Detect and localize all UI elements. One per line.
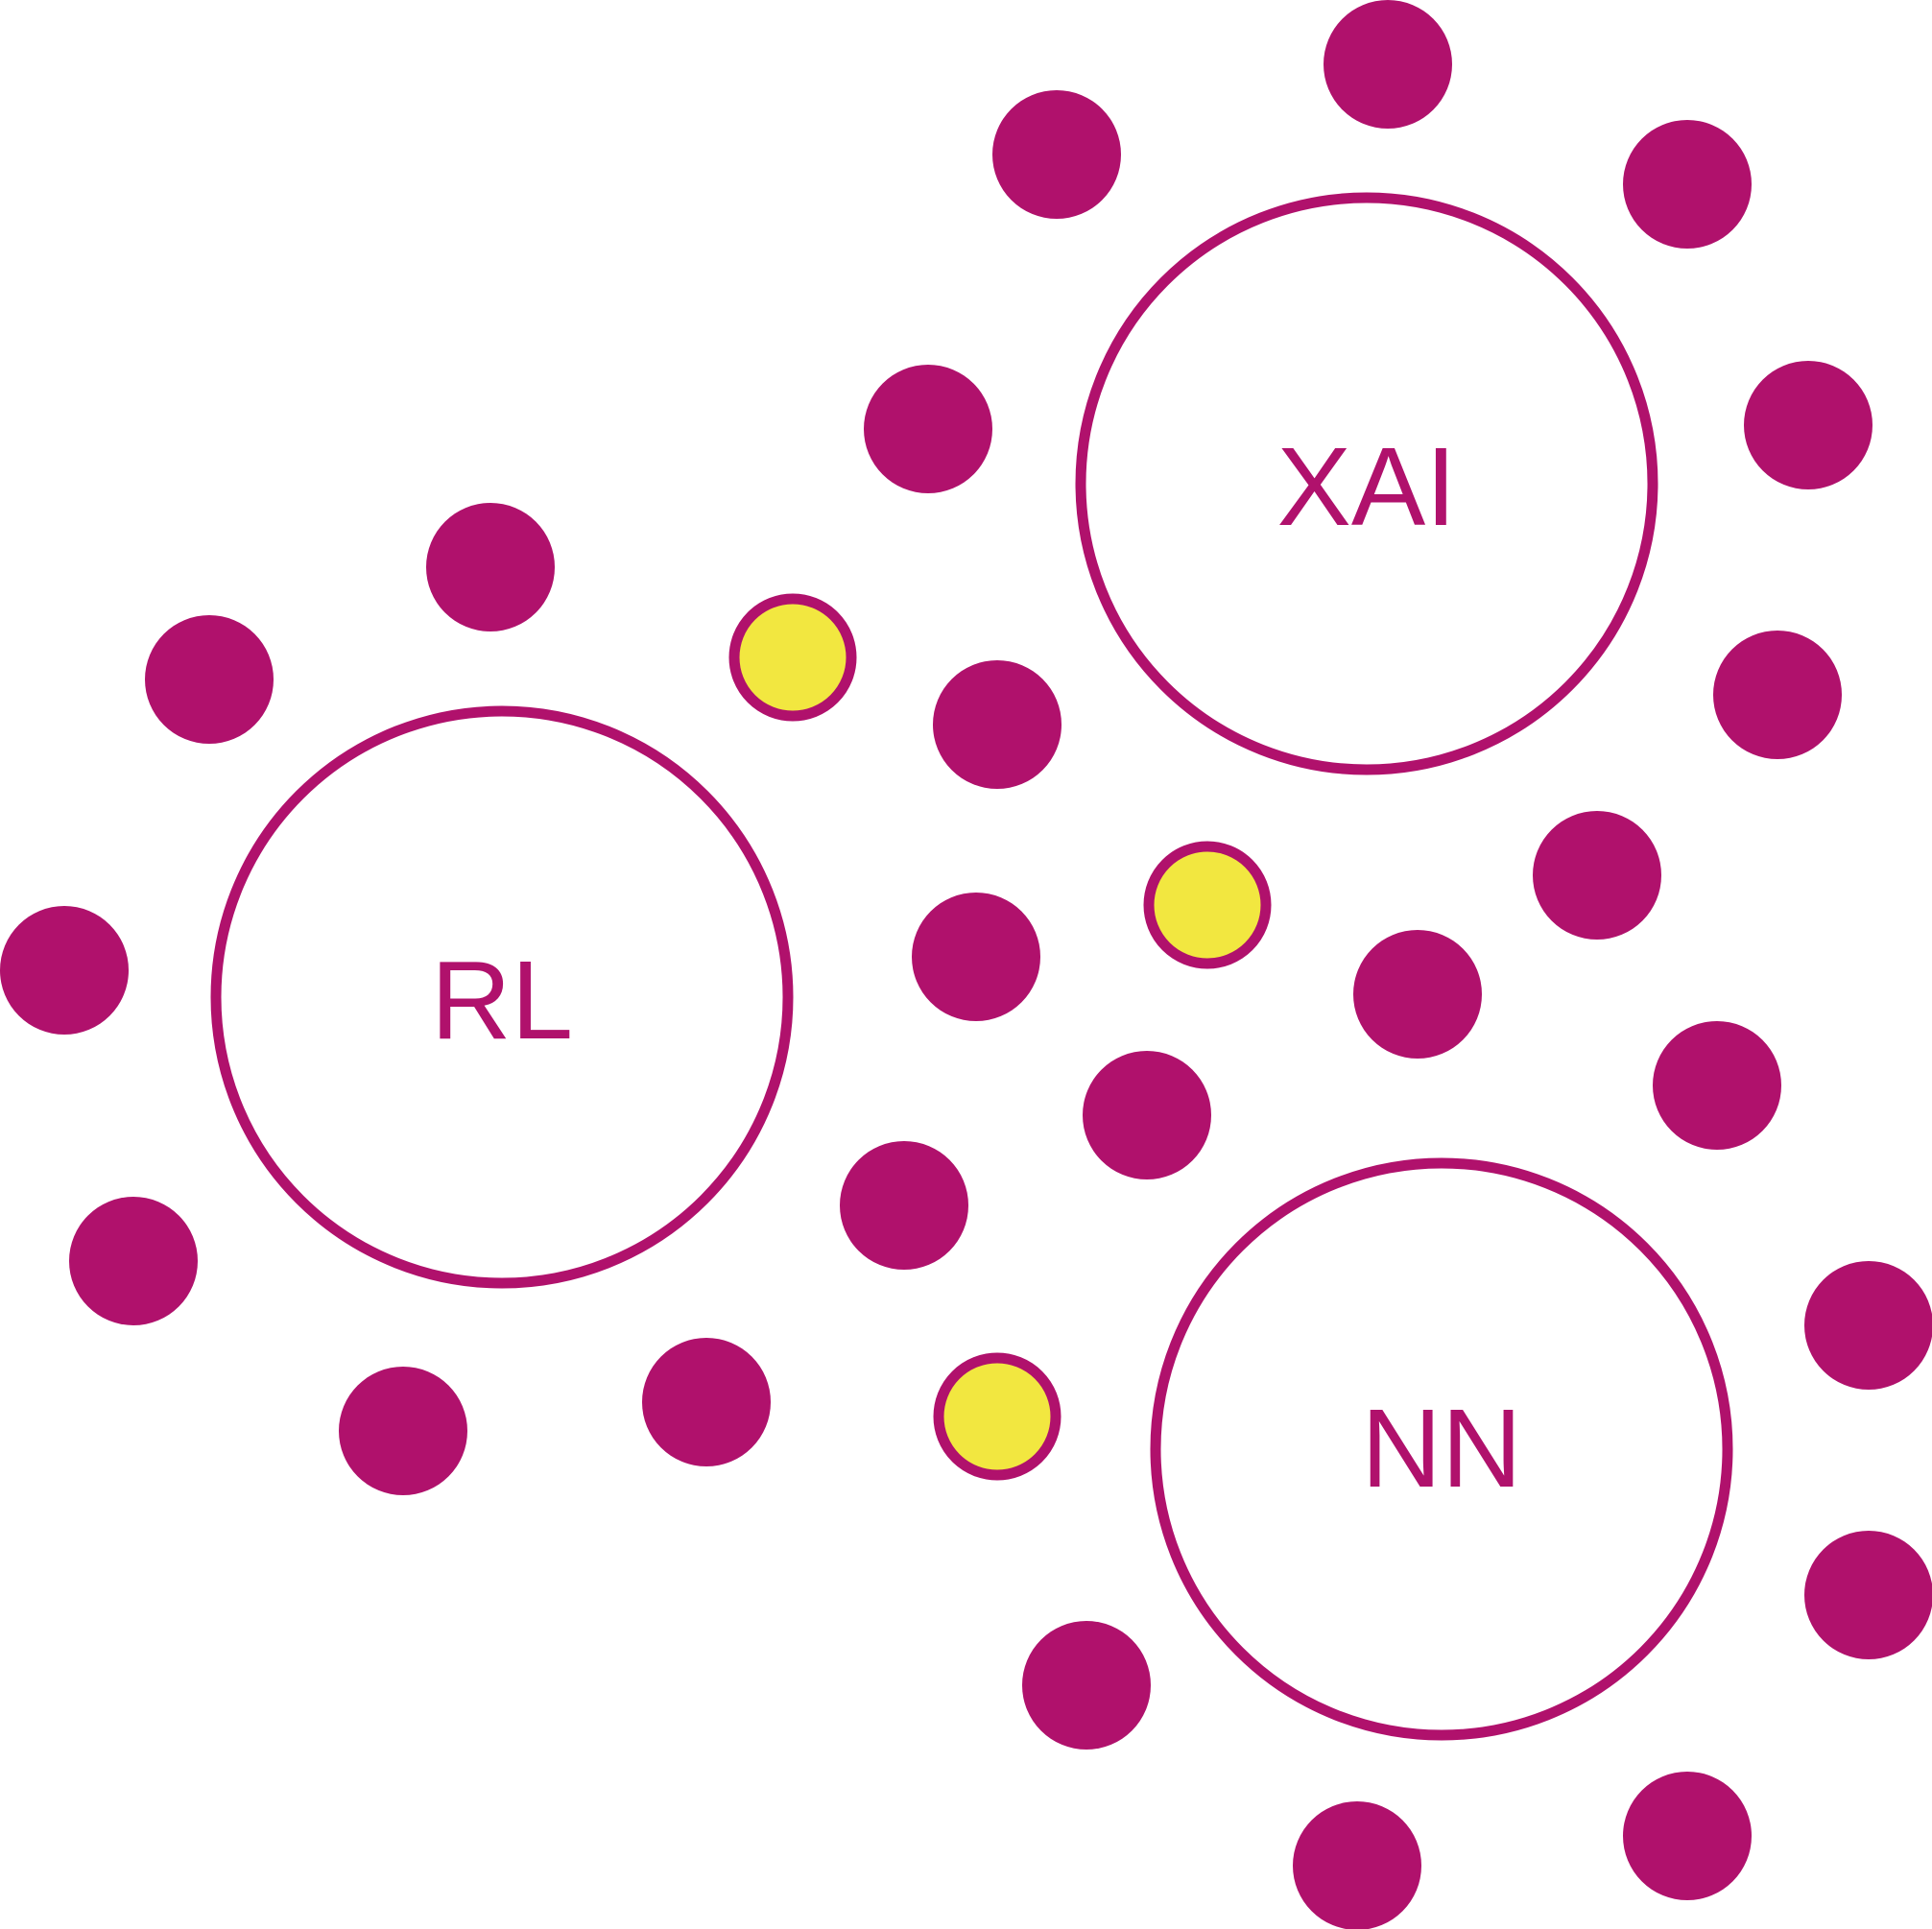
cluster-rl: RL bbox=[210, 705, 794, 1289]
cluster-ring-nn bbox=[1150, 1157, 1733, 1741]
solid-node bbox=[992, 90, 1121, 219]
solid-node bbox=[1533, 811, 1661, 940]
highlighted-node bbox=[933, 1352, 1061, 1481]
solid-node bbox=[642, 1338, 771, 1466]
solid-node bbox=[1083, 1051, 1211, 1179]
solid-node bbox=[1022, 1621, 1151, 1750]
solid-node bbox=[933, 660, 1061, 789]
highlighted-node-group bbox=[728, 593, 1272, 1481]
cluster-label-nn: NN bbox=[1361, 1386, 1522, 1511]
solid-node bbox=[1353, 930, 1482, 1059]
cluster-ring-xai bbox=[1075, 192, 1658, 775]
cluster-label-xai: XAI bbox=[1277, 424, 1457, 549]
cluster-label-rl: RL bbox=[431, 938, 573, 1062]
solid-node bbox=[1744, 361, 1872, 489]
highlighted-node bbox=[728, 593, 857, 722]
solid-node bbox=[339, 1367, 467, 1495]
cluster-nn: NN bbox=[1150, 1157, 1733, 1741]
solid-node bbox=[840, 1141, 968, 1270]
solid-node bbox=[912, 893, 1040, 1021]
solid-node bbox=[1293, 1801, 1421, 1929]
solid-node bbox=[1713, 631, 1842, 759]
solid-node bbox=[1653, 1021, 1781, 1150]
solid-node bbox=[1324, 0, 1452, 129]
cluster-ring-rl bbox=[210, 705, 794, 1289]
solid-node bbox=[145, 615, 274, 744]
solid-node bbox=[69, 1197, 198, 1325]
solid-node bbox=[0, 906, 129, 1035]
solid-node bbox=[864, 365, 992, 493]
cluster-xai: XAI bbox=[1075, 192, 1658, 775]
solid-node bbox=[426, 503, 555, 631]
highlighted-node bbox=[1143, 841, 1272, 969]
solid-node bbox=[1804, 1261, 1932, 1390]
solid-node bbox=[1623, 1772, 1752, 1900]
solid-node bbox=[1623, 120, 1752, 249]
solid-node bbox=[1804, 1531, 1932, 1659]
